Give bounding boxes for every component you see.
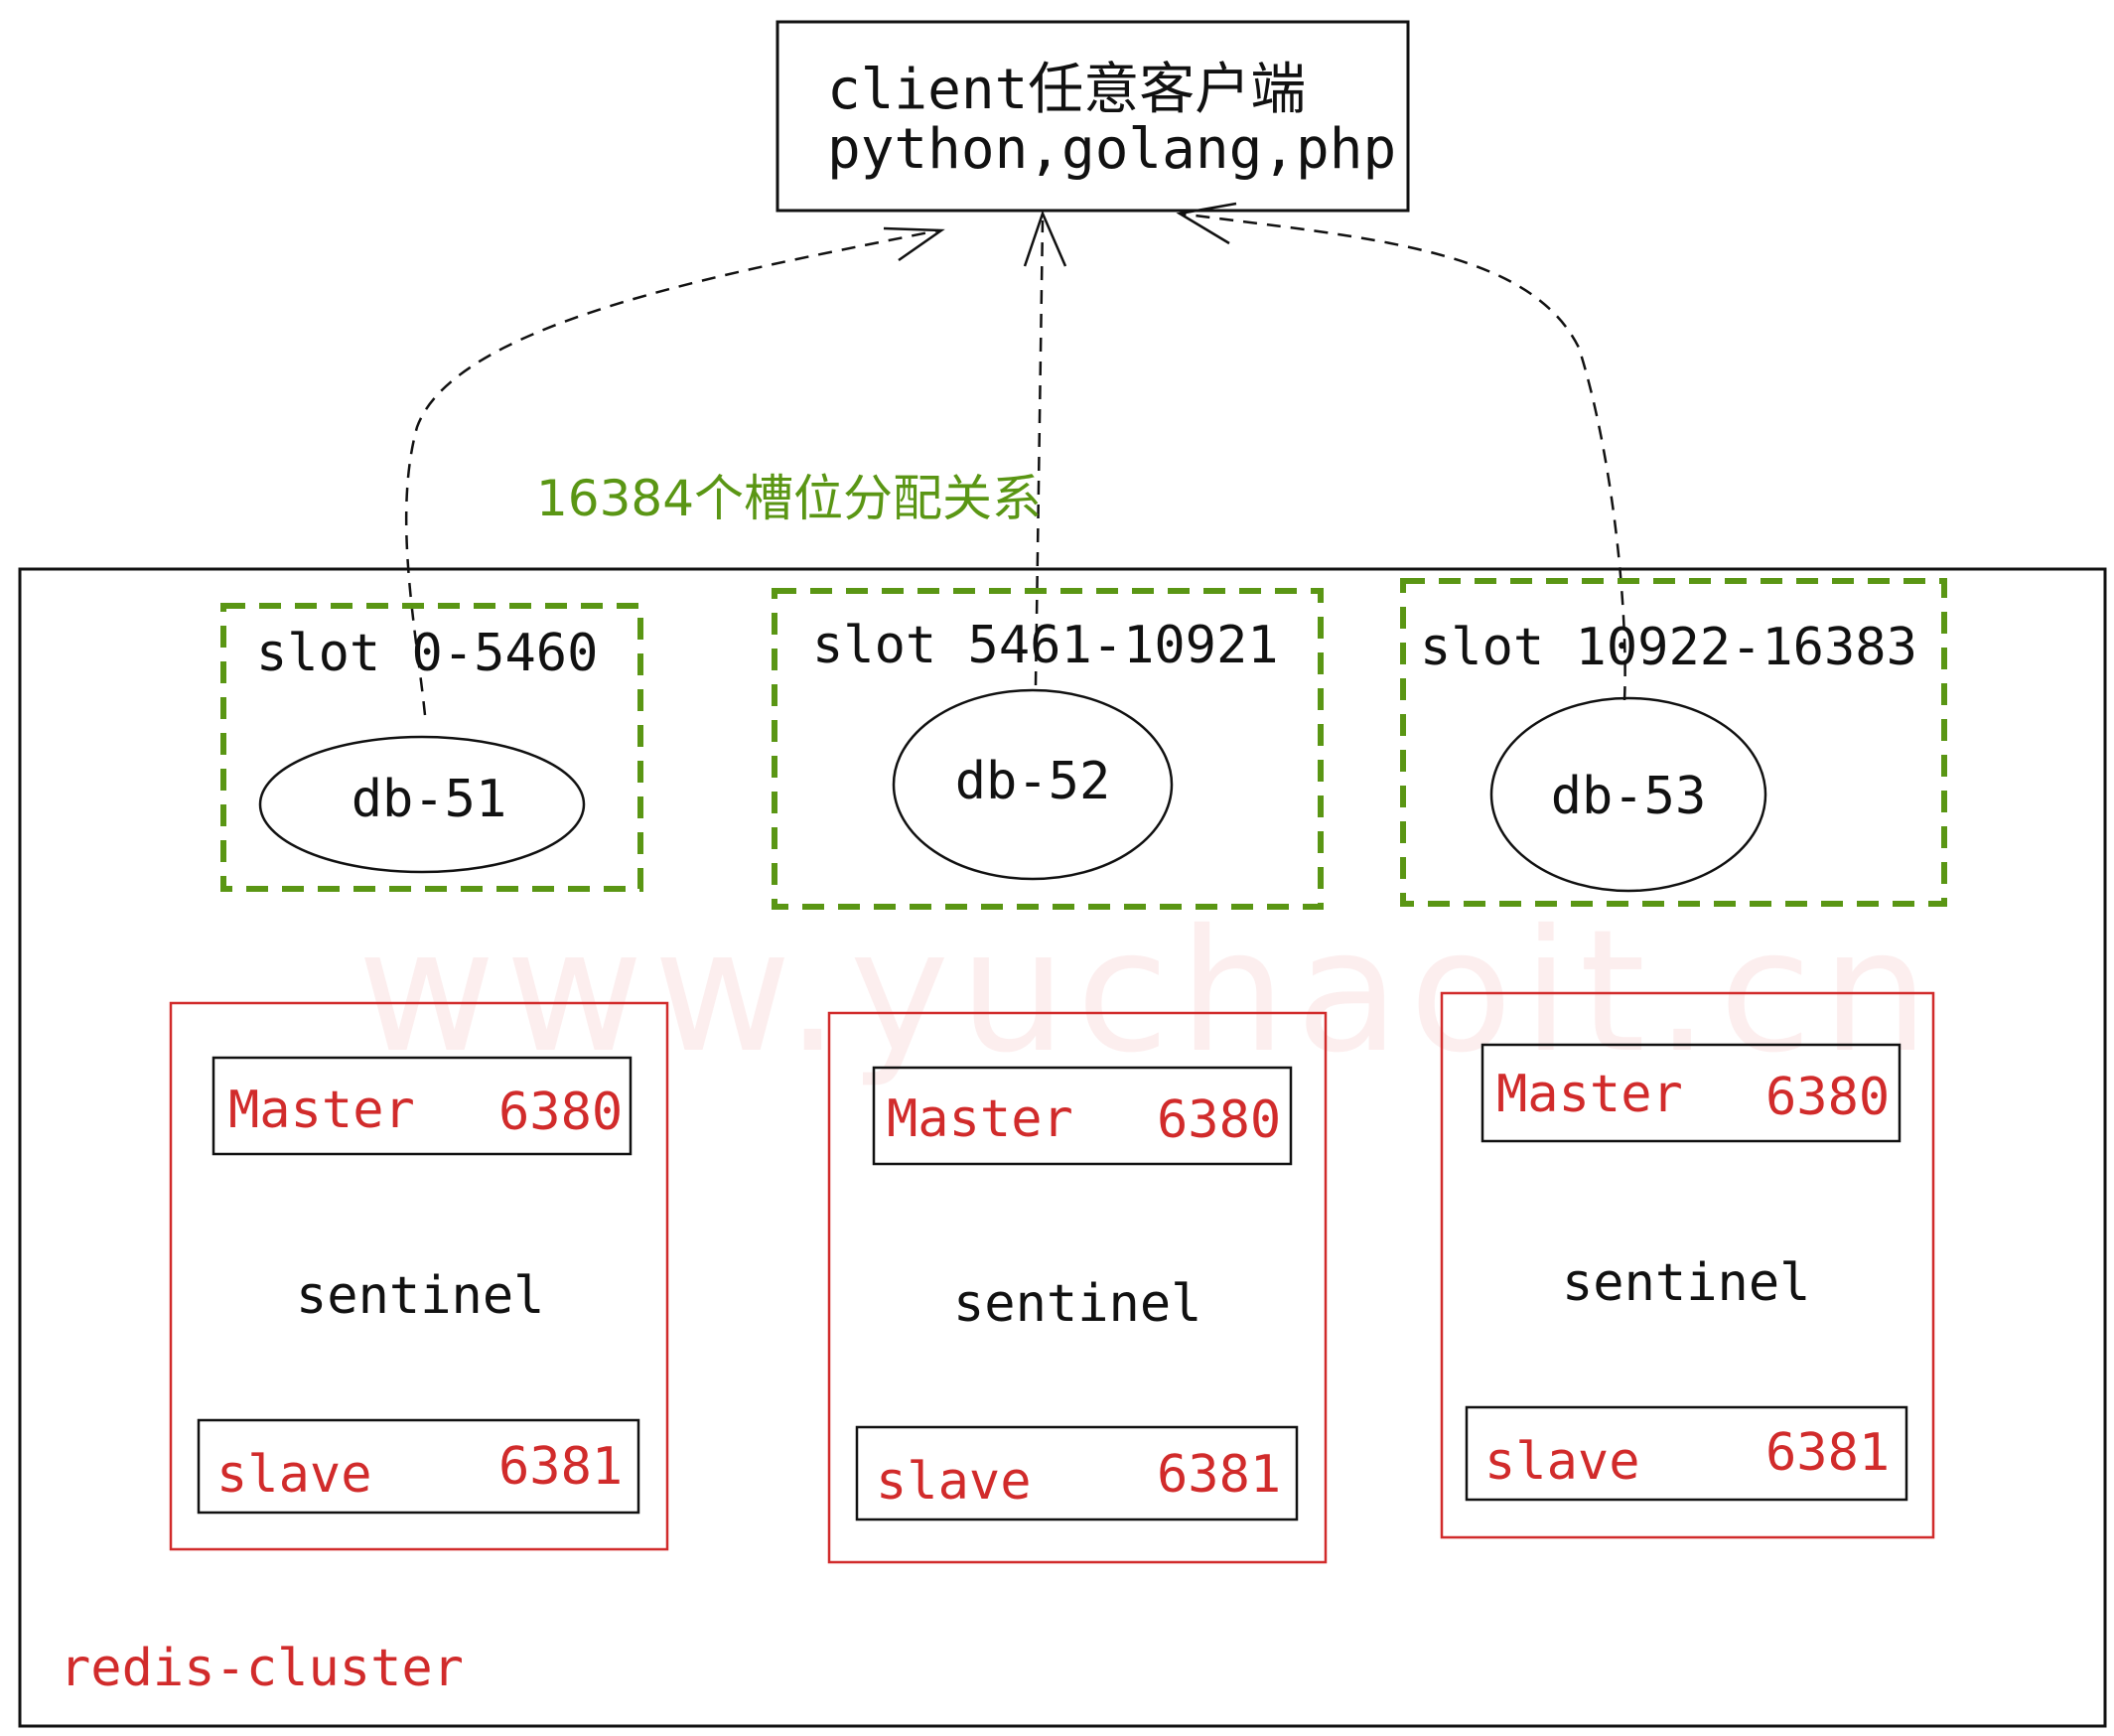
arrow-db52-to-client <box>1034 219 1045 686</box>
master-port-3: 6380 <box>1765 1068 1891 1127</box>
sentinel-label-1: sentinel <box>296 1266 545 1326</box>
redis-cluster-box <box>18 567 2107 1728</box>
slave-box-1 <box>197 1418 640 1515</box>
sentinel-group-3 <box>1440 991 1935 1539</box>
db-ellipse-3 <box>1489 696 1767 893</box>
arrow-db53-to-client <box>1179 212 1626 701</box>
client-box <box>775 20 1410 213</box>
redis-cluster-label: redis-cluster <box>60 1639 464 1698</box>
slave-box-3 <box>1465 1405 1908 1502</box>
slave-label-1: slave <box>216 1445 372 1505</box>
sentinel-label-2: sentinel <box>953 1274 1202 1334</box>
db-ellipse-1 <box>258 735 586 874</box>
arrowhead-db51 <box>883 226 945 262</box>
slot-box-1 <box>220 603 643 892</box>
arrowhead-db53 <box>1176 202 1237 245</box>
master-port-2: 6380 <box>1157 1090 1282 1150</box>
master-box-3 <box>1480 1043 1902 1143</box>
client-languages: python,golang,php <box>827 117 1397 182</box>
slave-label-2: slave <box>876 1452 1032 1512</box>
arrowhead-db52 <box>1023 210 1067 267</box>
slave-port-1: 6381 <box>498 1437 624 1497</box>
slave-port-3: 6381 <box>1765 1423 1891 1483</box>
slot-range-3: slot 10922-16383 <box>1420 618 1917 677</box>
arrow-db51-to-client <box>404 228 939 716</box>
sentinel-group-1 <box>169 1001 669 1551</box>
slave-label-3: slave <box>1484 1432 1640 1492</box>
slot-range-1: slot 0-5460 <box>256 624 599 683</box>
db-label-1: db-51 <box>351 770 507 829</box>
sentinel-label-3: sentinel <box>1562 1253 1811 1313</box>
master-label-3: Master <box>1496 1065 1683 1124</box>
slot-range-2: slot 5461-10921 <box>812 616 1279 675</box>
db-label-2: db-52 <box>954 752 1111 811</box>
slave-box-2 <box>855 1425 1299 1521</box>
master-box-1 <box>211 1056 633 1156</box>
sentinel-group-2 <box>827 1011 1328 1564</box>
master-label-1: Master <box>228 1081 415 1140</box>
db-label-3: db-53 <box>1550 767 1707 826</box>
slot-box-3 <box>1400 578 1947 907</box>
client-title: client任意客户端 <box>827 58 1307 122</box>
db-ellipse-2 <box>892 688 1174 881</box>
master-label-2: Master <box>887 1089 1073 1149</box>
master-box-2 <box>872 1066 1293 1166</box>
slot-allocation-label: 16384个槽位分配关系 <box>536 470 1043 527</box>
master-port-1: 6380 <box>498 1083 624 1142</box>
slave-port-2: 6381 <box>1157 1445 1282 1505</box>
